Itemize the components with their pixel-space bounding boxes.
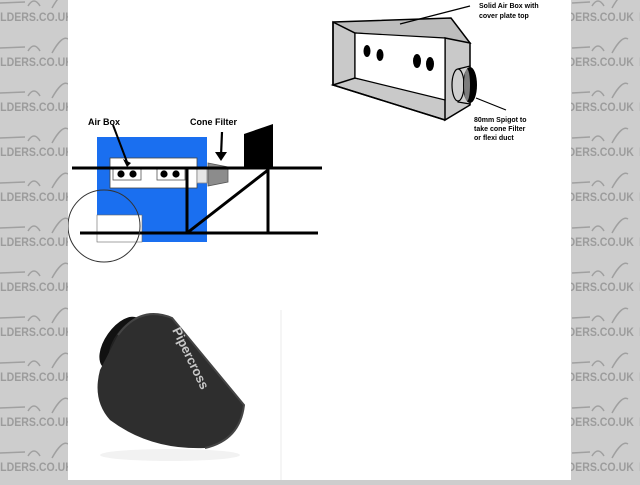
content-canvas: Solid Air Box with cover plate top 80mm … [67, 0, 571, 480]
filter-foam [97, 314, 245, 449]
cone-filter-label: Cone Filter [190, 117, 238, 127]
chassis-side-diagram: Air Box Cone Filter [67, 117, 322, 263]
airbox-3d-diagram: Solid Air Box with cover plate top 80mm … [330, 3, 539, 142]
watermark-car-icon [0, 305, 640, 325]
intake-hole [426, 57, 434, 71]
watermark-car-icon [0, 440, 640, 460]
spigot-icon [451, 65, 477, 105]
cone-filter-photo: Pipercross [97, 310, 282, 480]
watermark-car-icon [0, 170, 640, 190]
intake-hole [413, 54, 421, 68]
intake-hole [376, 49, 384, 61]
spigot-leader-line [475, 97, 507, 111]
watermark-car-icon [0, 350, 640, 370]
spigot-label-line3: or flexi duct [474, 135, 514, 142]
seat-back-shape [244, 124, 273, 168]
watermark-car-icon [0, 80, 640, 100]
watermark-car-icon [0, 215, 640, 235]
watermark-car-icon [0, 260, 640, 280]
airbox-label-line2: cover plate top [479, 13, 529, 20]
watermark-car-icon [0, 35, 640, 55]
intake-hole [363, 45, 371, 57]
spigot-label-line1: 80mm Spigot to [474, 117, 527, 124]
airbox-label-line1: Solid Air Box with [479, 3, 539, 10]
cone-filter-shape [207, 162, 229, 187]
watermark-car-icon [0, 125, 640, 145]
airbox-leader-line [399, 5, 471, 25]
spigot-label-line2: take cone Filter [474, 126, 526, 133]
wheel-outline [67, 189, 141, 263]
air-box-label: Air Box [88, 117, 120, 127]
watermark-car-icon [0, 0, 640, 10]
watermark-car-icon [0, 395, 640, 415]
